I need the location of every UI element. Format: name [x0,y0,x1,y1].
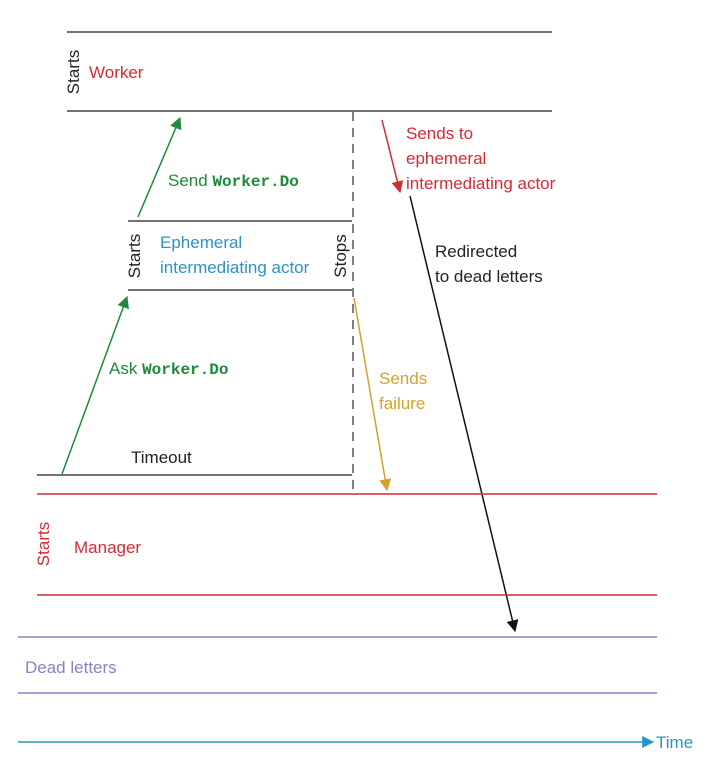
send-code: Worker.Do [212,173,298,191]
redirect-arrow [409,195,519,633]
worker-starts-label: Starts [64,50,83,94]
sends-to-line3: intermediating actor [406,174,556,193]
sends-to-line2: ephemeral [406,149,486,168]
ephemeral-stops-label: Stops [331,234,350,277]
ask-label: Ask Worker.Do [109,359,228,379]
dead-letters-lane: Dead letters [18,636,657,694]
dead-letters-label: Dead letters [25,658,117,677]
failure-line1: Sends [379,369,427,388]
worker-lifeline: Starts Worker [64,31,552,112]
manager-lifeline: Starts Manager [34,493,657,596]
timeout-marker: Timeout [37,448,352,476]
failure-arrow [353,297,392,492]
ask-prefix: Ask [109,359,142,378]
ask-code: Worker.Do [142,361,228,379]
ephemeral-starts-label: Starts [125,234,144,278]
send-arrow [137,116,182,218]
time-label: Time [656,733,693,752]
ask-arrow [61,295,129,475]
time-axis: Time [18,733,693,752]
failure-line2: failure [379,394,425,413]
worker-name: Worker [89,63,144,82]
ephemeral-name-line1: Ephemeral [160,233,242,252]
send-label: Send Worker.Do [168,171,299,191]
send-prefix: Send [168,171,212,190]
manager-starts-label: Starts [34,522,53,566]
timeout-label: Timeout [131,448,192,467]
redirected-line1: Redirected [435,242,517,261]
sends-to-arrow [381,119,404,194]
redirected-line2: to dead letters [435,267,543,286]
sends-to-line1: Sends to [406,124,473,143]
manager-name: Manager [74,538,141,557]
ephemeral-name-line2: intermediating actor [160,258,310,277]
ephemeral-lifeline: Starts Ephemeral intermediating actor St… [125,220,352,291]
